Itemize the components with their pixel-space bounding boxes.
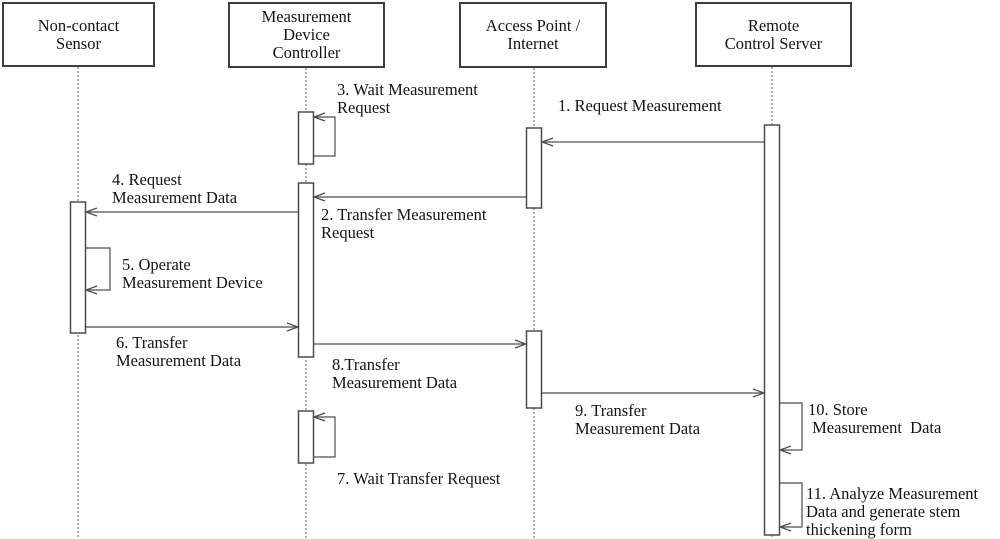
actor-label-remote-control-server: Remote Control Server: [724, 15, 823, 53]
message-3-self-loop: [314, 116, 336, 157]
message-7-label: 7. Wait Transfer Request: [337, 469, 501, 488]
message-9-label: 9. Transfer Measurement Data: [575, 401, 701, 438]
activation-rcs: [763, 124, 781, 536]
actor-label-measurement-device-controller: Measurement Device Controller: [261, 7, 352, 62]
message-2-label: 2. Transfer Measurement Request: [321, 205, 487, 242]
message-7-self-loop: [314, 416, 336, 458]
message-3-arrowhead: [312, 112, 326, 122]
activation-ap-1: [525, 127, 543, 209]
message-10-label: 10. Store Measurement Data: [808, 400, 942, 437]
message-4-label: 4. Request Measurement Data: [112, 170, 238, 207]
message-10-self-loop: [780, 402, 803, 451]
message-11-label: 11. Analyze Measurement Data and generat…: [806, 484, 979, 539]
message-9-arrowhead: [752, 388, 766, 398]
message-4-arrowhead: [84, 207, 98, 217]
message-8-arrowhead: [514, 339, 528, 349]
message-2-arrowhead: [312, 192, 326, 202]
actor-box-remote-control-server: Remote Control Server: [695, 2, 852, 67]
message-5-arrowhead: [84, 285, 98, 295]
message-7-arrowhead: [312, 412, 326, 422]
message-1-label: 1. Request Measurement: [558, 96, 722, 115]
actor-box-measurement-device-controller: Measurement Device Controller: [228, 2, 385, 68]
message-5-label: 5. Operate Measurement Device: [122, 255, 263, 292]
activation-ap-2: [525, 330, 543, 409]
actor-box-access-point-internet: Access Point / Internet: [459, 2, 607, 68]
message-5-self-loop: [86, 247, 111, 291]
message-6-label: 6. Transfer Measurement Data: [116, 333, 242, 370]
activation-mdc-1: [297, 111, 315, 165]
activation-mdc-2: [297, 182, 315, 358]
actor-label-non-contact-sensor: Non-contact Sensor: [37, 15, 120, 53]
message-3-label: 3. Wait Measurement Request: [337, 80, 478, 117]
actor-box-non-contact-sensor: Non-contact Sensor: [2, 2, 155, 67]
message-11-self-loop: [780, 482, 803, 528]
activation-mdc-3: [297, 410, 315, 464]
message-1-arrowhead: [540, 137, 554, 147]
message-8-label: 8.Transfer Measurement Data: [332, 355, 458, 392]
activation-sensor: [69, 201, 87, 334]
message-10-arrowhead: [778, 445, 792, 455]
message-6-arrowhead: [286, 322, 300, 332]
message-11-arrowhead: [778, 522, 792, 532]
actor-label-access-point-internet: Access Point / Internet: [485, 16, 581, 53]
